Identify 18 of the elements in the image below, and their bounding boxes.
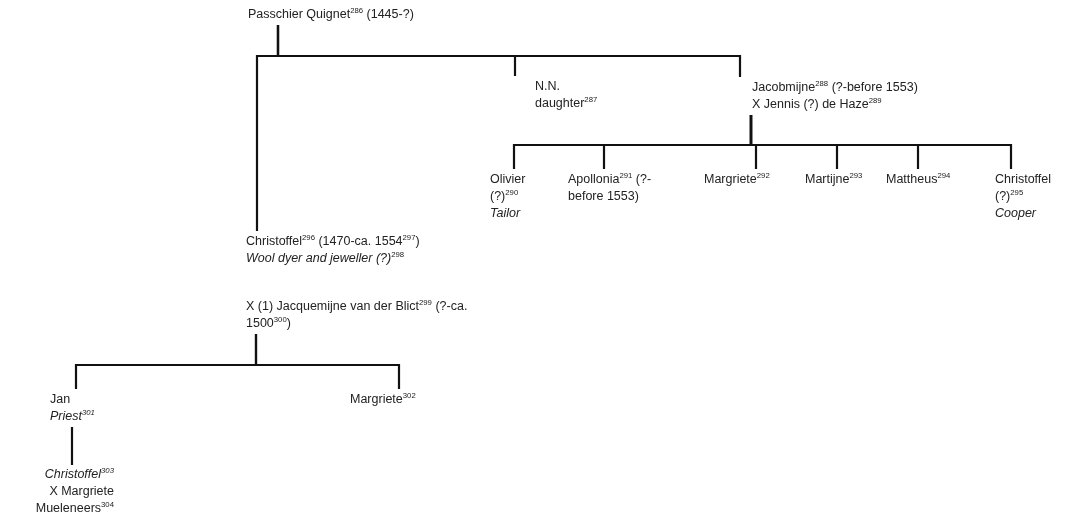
person-entry: Martijne$^{293}$ (805, 171, 863, 188)
person-entry: Olivier (?)$^{290}$ Tailor (490, 171, 540, 222)
family-line (276, 25, 742, 77)
person-entry: Jan Priest$^{301}$ (50, 391, 95, 425)
family-line (749, 115, 1013, 169)
family-line (70, 427, 74, 467)
person-entry: Christoffel$^{296}$ (1470-ca. 1554$^{297}$) Wool dyer and jeweller (?)$^{298}$ (246, 233, 420, 267)
person-entry: Passchier Quignet$^{286}$ (1445-?) (248, 6, 414, 23)
person-entry: N.N. daughter$^{287}$ (535, 78, 597, 112)
family-line (254, 334, 401, 389)
person-entry: Apollonia$^{291}$ (?-before 1553) (568, 171, 680, 205)
person-entry: X (1) Jacquemijne van der Blict$^{299}$ (?-ca. 1500$^{300}$) (246, 298, 468, 332)
person-entry: Christoffel (?)$^{295}$ Cooper (995, 171, 1067, 222)
person-entry: Margriete$^{302}$ (350, 391, 416, 408)
person-entry: Christoffel$^{303}$ X Margriete Mueleneers$^{304}$ (8, 466, 114, 517)
person-entry: Margriete$^{292}$ (704, 171, 770, 188)
person-entry: Mattheus$^{294}$ (886, 171, 951, 188)
person-entry: Jacobmijne$^{288}$ (?-before 1553) X Jennis (?) de Haze$^{289}$ (752, 79, 918, 113)
